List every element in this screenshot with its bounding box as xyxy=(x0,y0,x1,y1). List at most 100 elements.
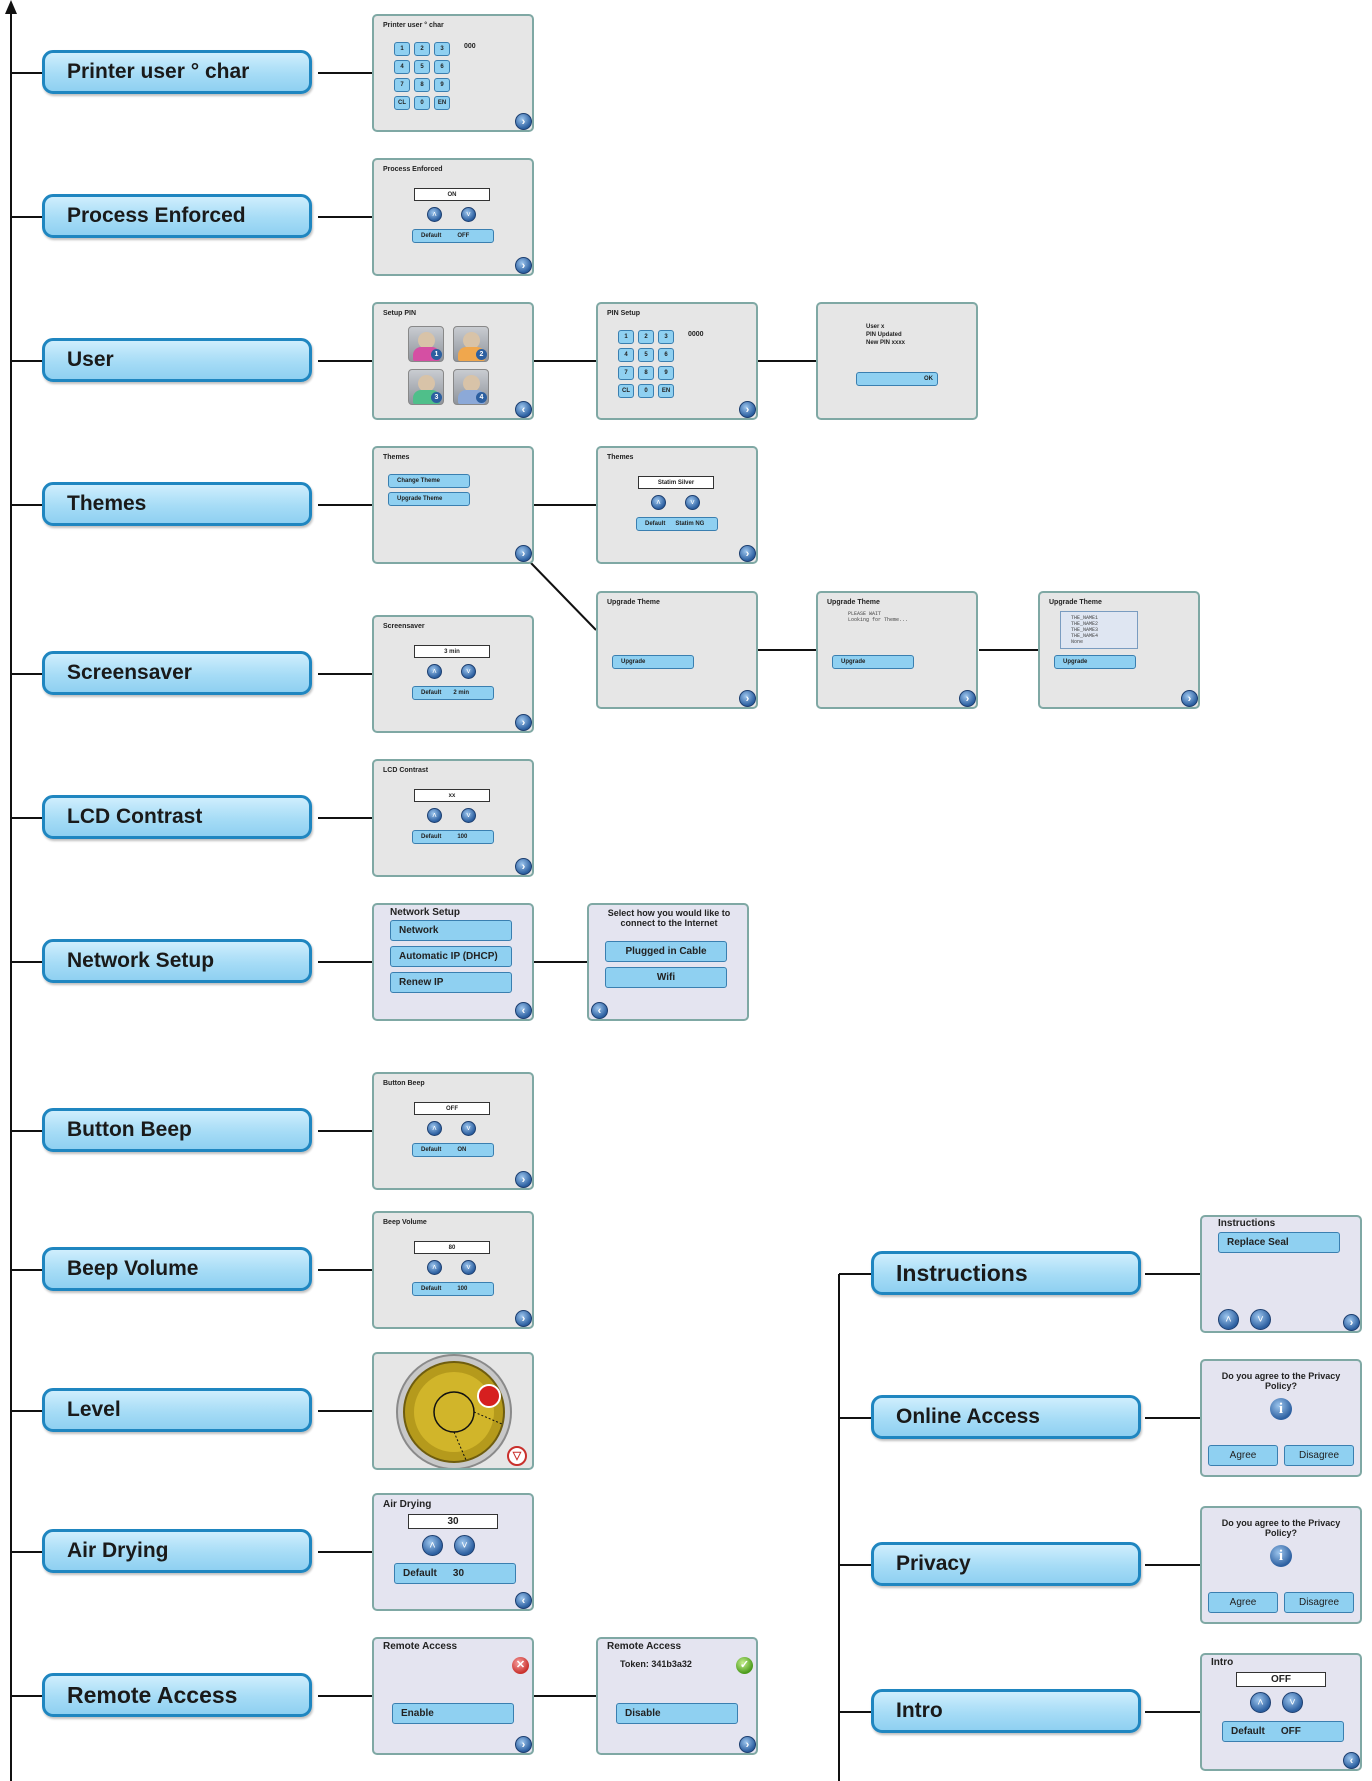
menu-screensaver[interactable]: Screensaver xyxy=(42,651,312,695)
down-arrow-icon[interactable]: ˅ xyxy=(461,664,476,679)
menu-level[interactable]: Level xyxy=(42,1388,312,1432)
next-arrow-icon[interactable]: › xyxy=(515,858,532,875)
up-arrow-icon[interactable]: ˄ xyxy=(1250,1692,1271,1713)
menu-network-setup[interactable]: Network Setup xyxy=(42,939,312,983)
replace-seal-button[interactable]: Replace Seal xyxy=(1218,1232,1340,1253)
stop-icon[interactable]: ▽ xyxy=(507,1446,527,1466)
next-arrow-icon[interactable]: › xyxy=(1181,690,1198,707)
agree-button[interactable]: Agree xyxy=(1208,1445,1278,1466)
down-arrow-icon[interactable]: ˅ xyxy=(461,1121,476,1136)
user-avatar-2[interactable]: 2 xyxy=(453,326,489,362)
user-avatar-3[interactable]: 3 xyxy=(408,369,444,405)
keypad-key[interactable]: 5 xyxy=(414,60,430,74)
down-arrow-icon[interactable]: ˅ xyxy=(1282,1692,1303,1713)
back-arrow-icon[interactable]: ‹ xyxy=(515,1592,532,1609)
change-theme-button[interactable]: Change Theme xyxy=(388,474,470,488)
menu-online-access[interactable]: Online Access xyxy=(871,1395,1141,1439)
up-arrow-icon[interactable]: ˄ xyxy=(427,664,442,679)
menu-user[interactable]: User xyxy=(42,338,312,382)
down-arrow-icon[interactable]: ˅ xyxy=(454,1535,475,1556)
keypad-key[interactable]: 1 xyxy=(394,42,410,56)
menu-themes[interactable]: Themes xyxy=(42,482,312,526)
keypad-key[interactable]: 4 xyxy=(618,348,634,362)
next-arrow-icon[interactable]: › xyxy=(739,545,756,562)
keypad-key[interactable]: 8 xyxy=(414,78,430,92)
back-arrow-icon[interactable]: ‹ xyxy=(515,401,532,418)
keypad-key[interactable]: 4 xyxy=(394,60,410,74)
next-arrow-icon[interactable]: › xyxy=(515,1736,532,1753)
menu-button-beep[interactable]: Button Beep xyxy=(42,1108,312,1152)
next-arrow-icon[interactable]: › xyxy=(1343,1314,1360,1331)
down-arrow-icon[interactable]: ˅ xyxy=(461,207,476,222)
theme-list[interactable]: THE_NAME1 THE_NAME2 THE_NAME3 THE_NAME4 … xyxy=(1060,611,1138,649)
up-arrow-icon[interactable]: ˄ xyxy=(427,808,442,823)
keypad-key[interactable]: 1 xyxy=(618,330,634,344)
up-arrow-icon[interactable]: ˄ xyxy=(427,1121,442,1136)
menu-air-drying[interactable]: Air Drying xyxy=(42,1529,312,1573)
down-arrow-icon[interactable]: ˅ xyxy=(1250,1309,1271,1330)
next-arrow-icon[interactable]: › xyxy=(515,714,532,731)
upgrade-button[interactable]: Upgrade xyxy=(612,655,694,669)
keypad-key[interactable]: 3 xyxy=(434,42,450,56)
keypad-key[interactable]: 8 xyxy=(638,366,654,380)
enable-button[interactable]: Enable xyxy=(392,1703,514,1724)
keypad-key[interactable]: EN xyxy=(434,96,450,110)
back-arrow-icon[interactable]: ‹ xyxy=(1343,1752,1360,1769)
next-arrow-icon[interactable]: › xyxy=(515,1171,532,1188)
up-arrow-icon[interactable]: ˄ xyxy=(427,1260,442,1275)
keypad-key[interactable]: EN xyxy=(658,384,674,398)
up-arrow-icon[interactable]: ˄ xyxy=(422,1535,443,1556)
user-avatar-1[interactable]: 1 xyxy=(408,326,444,362)
disagree-button[interactable]: Disagree xyxy=(1284,1445,1354,1466)
back-arrow-icon[interactable]: ‹ xyxy=(515,1002,532,1019)
upgrade-button[interactable]: Upgrade xyxy=(1054,655,1136,669)
keypad-key[interactable]: 3 xyxy=(658,330,674,344)
next-arrow-icon[interactable]: › xyxy=(739,1736,756,1753)
keypad-key[interactable]: 6 xyxy=(434,60,450,74)
keypad-key[interactable]: 0 xyxy=(638,384,654,398)
keypad-key[interactable]: 2 xyxy=(638,330,654,344)
menu-intro[interactable]: Intro xyxy=(871,1689,1141,1733)
menu-instructions[interactable]: Instructions xyxy=(871,1251,1141,1295)
next-arrow-icon[interactable]: › xyxy=(515,257,532,274)
next-arrow-icon[interactable]: › xyxy=(739,690,756,707)
wifi-button[interactable]: Wifi xyxy=(605,967,727,988)
disable-button[interactable]: Disable xyxy=(616,1703,738,1724)
menu-remote-access[interactable]: Remote Access xyxy=(42,1673,312,1717)
back-arrow-icon[interactable]: ‹ xyxy=(591,1002,608,1019)
plugged-cable-button[interactable]: Plugged in Cable xyxy=(605,941,727,962)
menu-lcd-contrast[interactable]: LCD Contrast xyxy=(42,795,312,839)
menu-process-enforced[interactable]: Process Enforced xyxy=(42,194,312,238)
menu-beep-volume[interactable]: Beep Volume xyxy=(42,1247,312,1291)
up-arrow-icon[interactable]: ˄ xyxy=(1218,1309,1239,1330)
keypad-key[interactable]: 0 xyxy=(414,96,430,110)
keypad-key[interactable]: 9 xyxy=(658,366,674,380)
keypad-key[interactable]: 7 xyxy=(394,78,410,92)
down-arrow-icon[interactable]: ˅ xyxy=(461,1260,476,1275)
keypad-key[interactable]: 6 xyxy=(658,348,674,362)
keypad-key[interactable]: CL xyxy=(394,96,410,110)
upgrade-button[interactable]: Upgrade xyxy=(832,655,914,669)
up-arrow-icon[interactable]: ˄ xyxy=(651,495,666,510)
next-arrow-icon[interactable]: › xyxy=(515,113,532,130)
renew-ip-button[interactable]: Renew IP xyxy=(390,972,512,993)
keypad-key[interactable]: 2 xyxy=(414,42,430,56)
keypad-key[interactable]: 5 xyxy=(638,348,654,362)
dhcp-button[interactable]: Automatic IP (DHCP) xyxy=(390,946,512,967)
upgrade-theme-button[interactable]: Upgrade Theme xyxy=(388,492,470,506)
keypad-key[interactable]: CL xyxy=(618,384,634,398)
menu-privacy[interactable]: Privacy xyxy=(871,1542,1141,1586)
next-arrow-icon[interactable]: › xyxy=(515,545,532,562)
keypad-key[interactable]: 9 xyxy=(434,78,450,92)
disagree-button[interactable]: Disagree xyxy=(1284,1592,1354,1613)
agree-button[interactable]: Agree xyxy=(1208,1592,1278,1613)
network-button[interactable]: Network xyxy=(390,920,512,941)
